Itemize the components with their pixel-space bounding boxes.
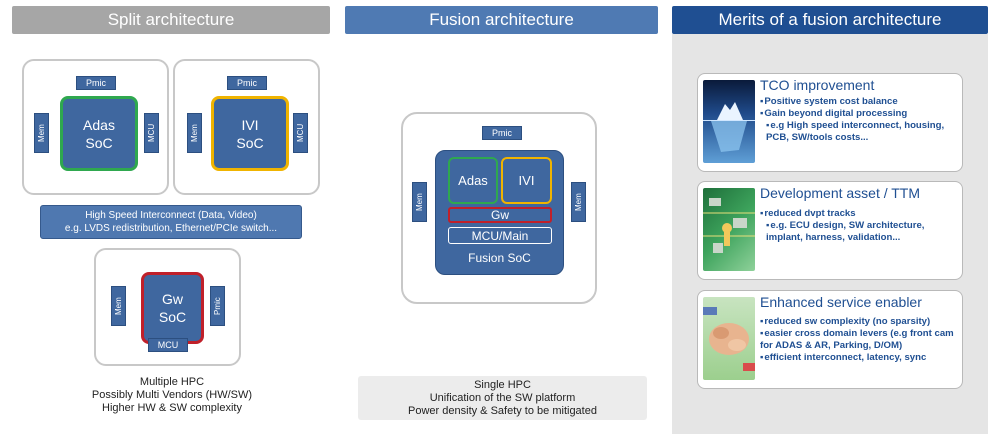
merit-bullet: easier cross domain levers (e.g front ca… xyxy=(760,328,958,352)
caption-line: Unification of the SW platform xyxy=(429,392,576,404)
pmic-chip: Pmic xyxy=(76,76,116,90)
merit-bullet: Positive system cost balance xyxy=(760,96,958,108)
merit-bullet: reduced dvpt tracks xyxy=(760,208,958,220)
split-architecture-header: Split architecture xyxy=(12,6,330,34)
mcu-chip: MCU xyxy=(148,338,188,352)
merit-bullets: Positive system cost balance Gain beyond… xyxy=(760,96,958,144)
merit-title: Enhanced service enabler xyxy=(760,294,922,310)
caption-line: Power density & Safety to be mitigated xyxy=(408,405,597,417)
adas-soc: Adas SoC xyxy=(60,96,138,171)
caption-line: Higher HW & SW complexity xyxy=(102,402,242,414)
ivi-block: IVI xyxy=(501,157,552,204)
mem-chip: Mem xyxy=(111,286,126,326)
pmic-chip: Pmic xyxy=(482,126,522,140)
pmic-chip: Pmic xyxy=(227,76,267,90)
circuit-board-image xyxy=(703,188,755,271)
iceberg-image xyxy=(703,80,755,163)
fusion-caption: Single HPC Unification of the SW platfor… xyxy=(358,376,647,420)
mcu-chip: MCU xyxy=(293,113,308,153)
adas-soc-label: Adas xyxy=(83,116,115,133)
mem-chip: Mem xyxy=(187,113,202,153)
adas-hpc-card: Pmic Mem Adas SoC MCU xyxy=(22,59,169,195)
caption-line: Possibly Multi Vendors (HW/SW) xyxy=(91,389,253,401)
interconnect-examples: e.g. LVDS redistribution, Ethernet/PCIe … xyxy=(64,223,278,234)
fusion-soc-label: Fusion SoC xyxy=(468,251,531,265)
ivi-soc-label: IVI xyxy=(241,116,259,133)
high-speed-interconnect: High Speed Interconnect (Data, Video) e.… xyxy=(40,205,302,239)
gw-hpc-card: Mem Gw SoC Pmic MCU xyxy=(94,248,241,366)
ivi-soc-sublabel: SoC xyxy=(236,134,264,151)
merit-sub-bullet-continued: PCB, SW/tools costs... xyxy=(766,132,869,143)
mem-chip: Mem xyxy=(34,113,49,153)
interconnect-title: High Speed Interconnect (Data, Video) xyxy=(85,210,257,221)
merit-bullets: reduced dvpt tracks e.g. ECU design, SW … xyxy=(760,208,958,244)
gw-block: Gw xyxy=(448,207,552,223)
fusion-architecture-header: Fusion architecture xyxy=(345,6,658,34)
merit-card-service: Enhanced service enabler reduced sw comp… xyxy=(697,290,963,389)
merit-sub-bullet: e.g. ECU design, SW architecture, xyxy=(760,220,958,232)
pmic-chip: Pmic xyxy=(210,286,225,326)
merits-header: Merits of a fusion architecture xyxy=(672,6,988,34)
caption-line: Multiple HPC xyxy=(139,376,205,388)
merit-sub-bullet-continued: implant, harness, validation... xyxy=(766,232,901,243)
merit-bullet: reduced sw complexity (no sparsity) xyxy=(760,316,958,328)
ivi-soc: IVI SoC xyxy=(211,96,289,171)
mcu-main-block: MCU/Main xyxy=(448,227,552,244)
merit-bullet: Gain beyond digital processing xyxy=(760,108,958,120)
merit-title: Development asset / TTM xyxy=(760,185,921,201)
adas-soc-sublabel: SoC xyxy=(85,134,113,151)
split-caption: Multiple HPC Possibly Multi Vendors (HW/… xyxy=(40,376,304,415)
merit-title: TCO improvement xyxy=(760,77,875,93)
merit-card-tco: TCO improvement Positive system cost bal… xyxy=(697,73,963,172)
merit-sub-bullet: e.g High speed interconnect, housing, xyxy=(760,120,958,132)
mcu-chip: MCU xyxy=(144,113,159,153)
adas-block: Adas xyxy=(448,157,498,204)
caption-line: Single HPC xyxy=(474,379,531,391)
fusion-hpc-card: Pmic Mem Mem Adas IVI Gw MCU/Main Fusion… xyxy=(401,112,597,304)
merit-card-development: Development asset / TTM reduced dvpt tra… xyxy=(697,181,963,280)
gw-soc-label: Gw xyxy=(162,291,183,307)
mem-chip-left: Mem xyxy=(412,182,427,222)
gw-soc: Gw SoC xyxy=(141,272,204,344)
merit-bullet: efficient interconnect, latency, sync xyxy=(760,352,958,364)
ivi-hpc-card: Pmic Mem IVI SoC MCU xyxy=(173,59,320,195)
hands-together-image xyxy=(703,297,755,380)
gw-soc-sublabel: SoC xyxy=(158,309,187,325)
mem-chip-right: Mem xyxy=(571,182,586,222)
merit-bullets: reduced sw complexity (no sparsity) easi… xyxy=(760,316,958,364)
